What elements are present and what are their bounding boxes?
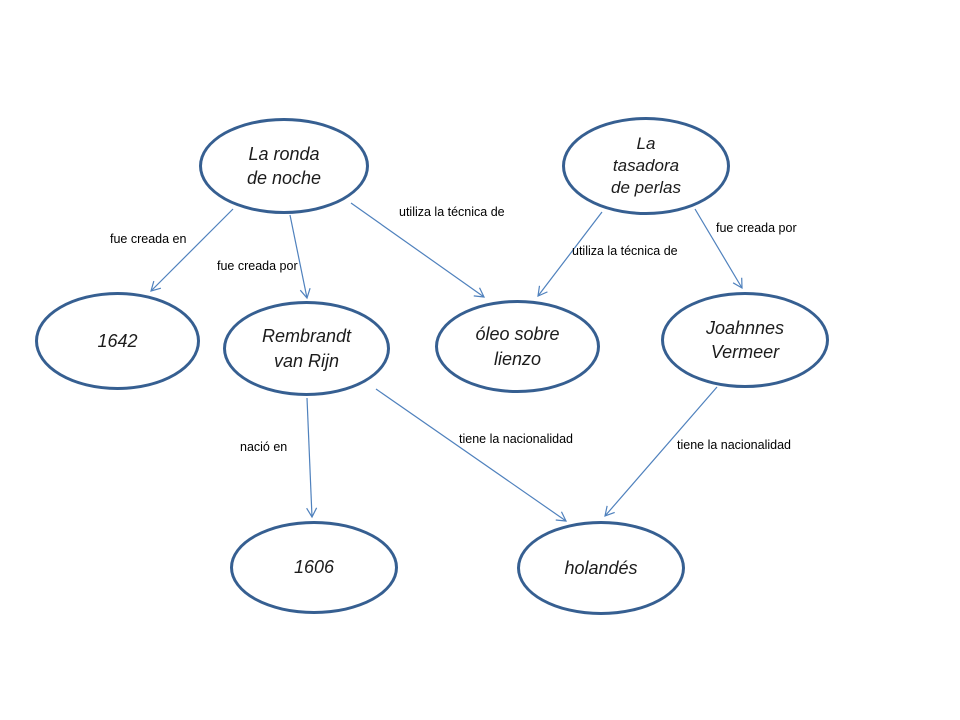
node-label: óleo sobre lienzo xyxy=(475,324,560,369)
node-rembrandt-van-rijn[interactable]: Rembrandt van Rijn xyxy=(223,301,390,396)
edge-label-utiliza-tecnica-tasadora[interactable]: utiliza la técnica de xyxy=(572,244,678,258)
edge-label-tiene-nacionalidad-rembrandt[interactable]: tiene la nacionalidad xyxy=(459,432,573,446)
edge-tasadora-to-oleo[interactable] xyxy=(537,211,603,297)
node-label: 1642 xyxy=(97,330,138,351)
edge-rembrandt-to-1606[interactable] xyxy=(306,397,318,519)
node-label: Joahnnes Vermeer xyxy=(705,317,785,362)
node-oleo-sobre-lienzo[interactable]: óleo sobre lienzo xyxy=(435,300,600,393)
edge-label-fue-creada-en[interactable]: fue creada en xyxy=(110,232,187,246)
edge-label-fue-creada-por-vermeer[interactable]: fue creada por xyxy=(716,221,797,235)
node-label: 1606 xyxy=(293,557,335,578)
node-1642[interactable]: 1642 xyxy=(35,292,200,390)
edge-ronda-to-rembrandt[interactable] xyxy=(289,214,311,300)
node-joahnnes-vermeer[interactable]: Joahnnes Vermeer xyxy=(661,292,829,388)
edge-label-utiliza-tecnica-ronda[interactable]: utiliza la técnica de xyxy=(399,205,505,219)
node-la-tasadora-de-perlas[interactable]: La tasadora de perlas xyxy=(562,117,730,215)
edge-label-tiene-nacionalidad-vermeer[interactable]: tiene la nacionalidad xyxy=(677,438,791,452)
edge-label-fue-creada-por-rembrandt[interactable]: fue creada por xyxy=(217,259,298,273)
edge-ronda-to-1642[interactable] xyxy=(150,208,234,292)
edge-tasadora-to-vermeer[interactable] xyxy=(694,208,743,290)
edge-label-nacio-en[interactable]: nació en xyxy=(240,440,288,454)
edge-rembrandt-to-holandes[interactable] xyxy=(375,388,568,522)
node-label: holandés xyxy=(564,557,638,578)
edge-vermeer-to-holandes[interactable] xyxy=(604,386,718,517)
edge-ronda-to-oleo[interactable] xyxy=(350,202,486,298)
node-holandes[interactable]: holandés xyxy=(517,521,685,615)
node-label: Rembrandt van Rijn xyxy=(261,326,352,371)
node-1606[interactable]: 1606 xyxy=(230,521,398,614)
node-la-ronda-de-noche[interactable]: La ronda de noche xyxy=(199,118,369,214)
node-label: La tasadora de perlas xyxy=(611,134,681,197)
node-label: La ronda de noche xyxy=(246,143,322,188)
